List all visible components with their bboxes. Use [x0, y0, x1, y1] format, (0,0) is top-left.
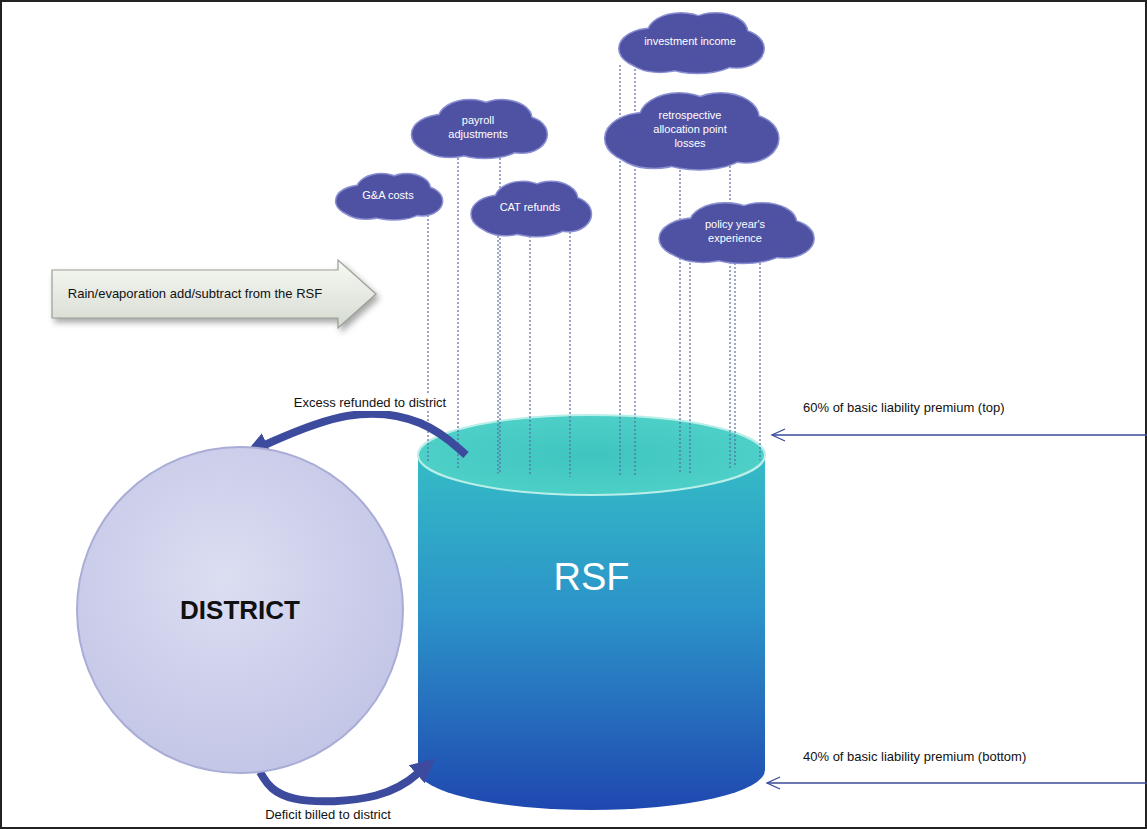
premium-note: 60% of basic liability premium (top) [800, 399, 1008, 416]
leader-line [772, 434, 1147, 435]
district-circle: DISTRICT [75, 445, 405, 775]
cloud-label: investment income [644, 35, 736, 49]
flow-arrow [258, 414, 466, 455]
cost-cloud: retrospective allocation point losses [600, 88, 780, 172]
rain-line [734, 255, 735, 467]
premium-note: 40% of basic liability premium (bottom) [800, 748, 1029, 765]
node-title: RSF [554, 556, 630, 599]
flow-label: Deficit billed to district [262, 806, 394, 823]
rain-line [457, 150, 458, 469]
rain-line [759, 255, 760, 460]
cost-cloud: G&A costs [333, 171, 443, 221]
cloud-label: G&A costs [362, 189, 413, 203]
rain-line [689, 255, 690, 473]
node-title: DISTRICT [180, 595, 300, 626]
leader-arrowhead [767, 777, 780, 789]
rain-line [529, 228, 530, 476]
cost-cloud: payroll adjustments [408, 96, 548, 160]
rain-line [679, 162, 680, 474]
rain-line [569, 228, 570, 477]
arrow-label: Rain/evaporation add/subtract from the R… [68, 286, 322, 303]
cloud-label: CAT refunds [500, 201, 561, 215]
cost-cloud: CAT refunds [468, 178, 592, 238]
cylinder-top [418, 415, 765, 495]
cost-cloud: investment income [615, 9, 765, 75]
cloud-label: policy year's experience [685, 218, 785, 246]
flow-arrow [260, 768, 424, 801]
reserve-cylinder: RSF [418, 415, 765, 810]
block-arrow: Rain/evaporation add/subtract from the R… [50, 258, 378, 330]
leader-line [767, 782, 1147, 783]
cost-cloud: policy year's experience [655, 199, 815, 265]
leader-arrowhead [772, 429, 785, 441]
rain-line [497, 228, 498, 474]
cloud-label: payroll adjustments [438, 114, 518, 142]
cloud-label: retrospective allocation point losses [640, 109, 740, 150]
flow-label: Excess refunded to district [291, 394, 449, 411]
cylinder-body [418, 455, 765, 810]
